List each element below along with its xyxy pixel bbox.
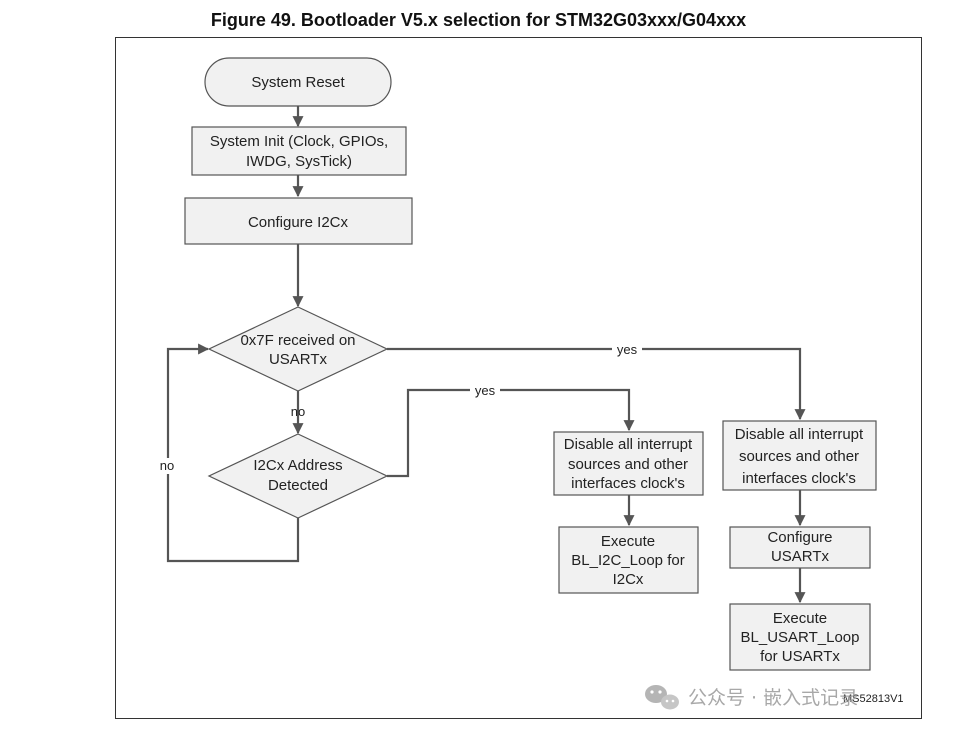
disable-i2c-line-3: interfaces clock's xyxy=(571,475,685,492)
disable-usart-line-3: interfaces clock's xyxy=(742,470,856,487)
wechat-icon xyxy=(645,685,679,710)
configure-i2c-node: Configure I2Cx xyxy=(184,197,413,245)
diagram-frame xyxy=(115,37,922,719)
disable-i2c-line-1: Disable all interrupt xyxy=(564,436,693,453)
configure-usart-line-1: Configure xyxy=(767,529,832,546)
usart-no-label: no xyxy=(291,404,305,419)
configure-i2c-label: Configure I2Cx xyxy=(248,214,349,231)
system-init-line-2: IWDG, SysTick) xyxy=(246,153,352,170)
execute-i2c-line-3: I2Cx xyxy=(613,571,644,588)
i2c-yes-label: yes xyxy=(475,383,496,398)
disable-usart-line-2: sources and other xyxy=(739,448,859,465)
loop-no-label: no xyxy=(160,458,174,473)
decision-usart-line-1: 0x7F received on xyxy=(240,332,355,349)
system-reset-label: System Reset xyxy=(251,74,345,91)
decision-i2c-line-1: I2Cx Address xyxy=(253,457,342,474)
figure-title: Figure 49. Bootloader V5.x selection for… xyxy=(210,10,747,30)
execute-i2c-node: Execute BL_I2C_Loop for I2Cx xyxy=(558,526,699,594)
execute-usart-node: Execute BL_USART_Loop for USARTx xyxy=(729,603,871,671)
edge-i2c-yes xyxy=(387,388,635,478)
configure-usart-node: Configure USARTx xyxy=(729,526,871,569)
decision-i2c-node: I2Cx Address Detected xyxy=(207,433,389,519)
execute-usart-line-3: for USARTx xyxy=(760,648,840,665)
execute-usart-line-1: Execute xyxy=(773,610,827,627)
edge-loop-no xyxy=(166,343,300,563)
watermark: 公众号 · 嵌入式记录 xyxy=(645,685,858,710)
disable-i2c-line-2: sources and other xyxy=(568,456,688,473)
decision-i2c-line-2: Detected xyxy=(268,477,328,494)
decision-usart-node: 0x7F received on USARTx xyxy=(207,306,389,392)
execute-usart-line-2: BL_USART_Loop xyxy=(741,629,860,646)
system-init-node: System Init (Clock, GPIOs, IWDG, SysTick… xyxy=(191,126,407,176)
disable-usart-path-node: Disable all interrupt sources and other … xyxy=(722,420,877,491)
disable-i2c-path-node: Disable all interrupt sources and other … xyxy=(553,431,704,496)
usart-yes-label: yes xyxy=(617,342,638,357)
system-reset-node: System Reset xyxy=(204,57,392,107)
execute-i2c-line-1: Execute xyxy=(601,533,655,550)
edge-usart-yes xyxy=(387,347,806,421)
reference-code: MS52813V1 xyxy=(843,693,904,705)
watermark-text: 公众号 · 嵌入式记录 xyxy=(688,687,858,709)
disable-usart-line-1: Disable all interrupt xyxy=(735,426,864,443)
configure-usart-line-2: USARTx xyxy=(771,548,830,565)
system-init-line-1: System Init (Clock, GPIOs, xyxy=(210,133,388,150)
decision-usart-line-2: USARTx xyxy=(269,351,328,368)
execute-i2c-line-2: BL_I2C_Loop for xyxy=(571,552,684,569)
